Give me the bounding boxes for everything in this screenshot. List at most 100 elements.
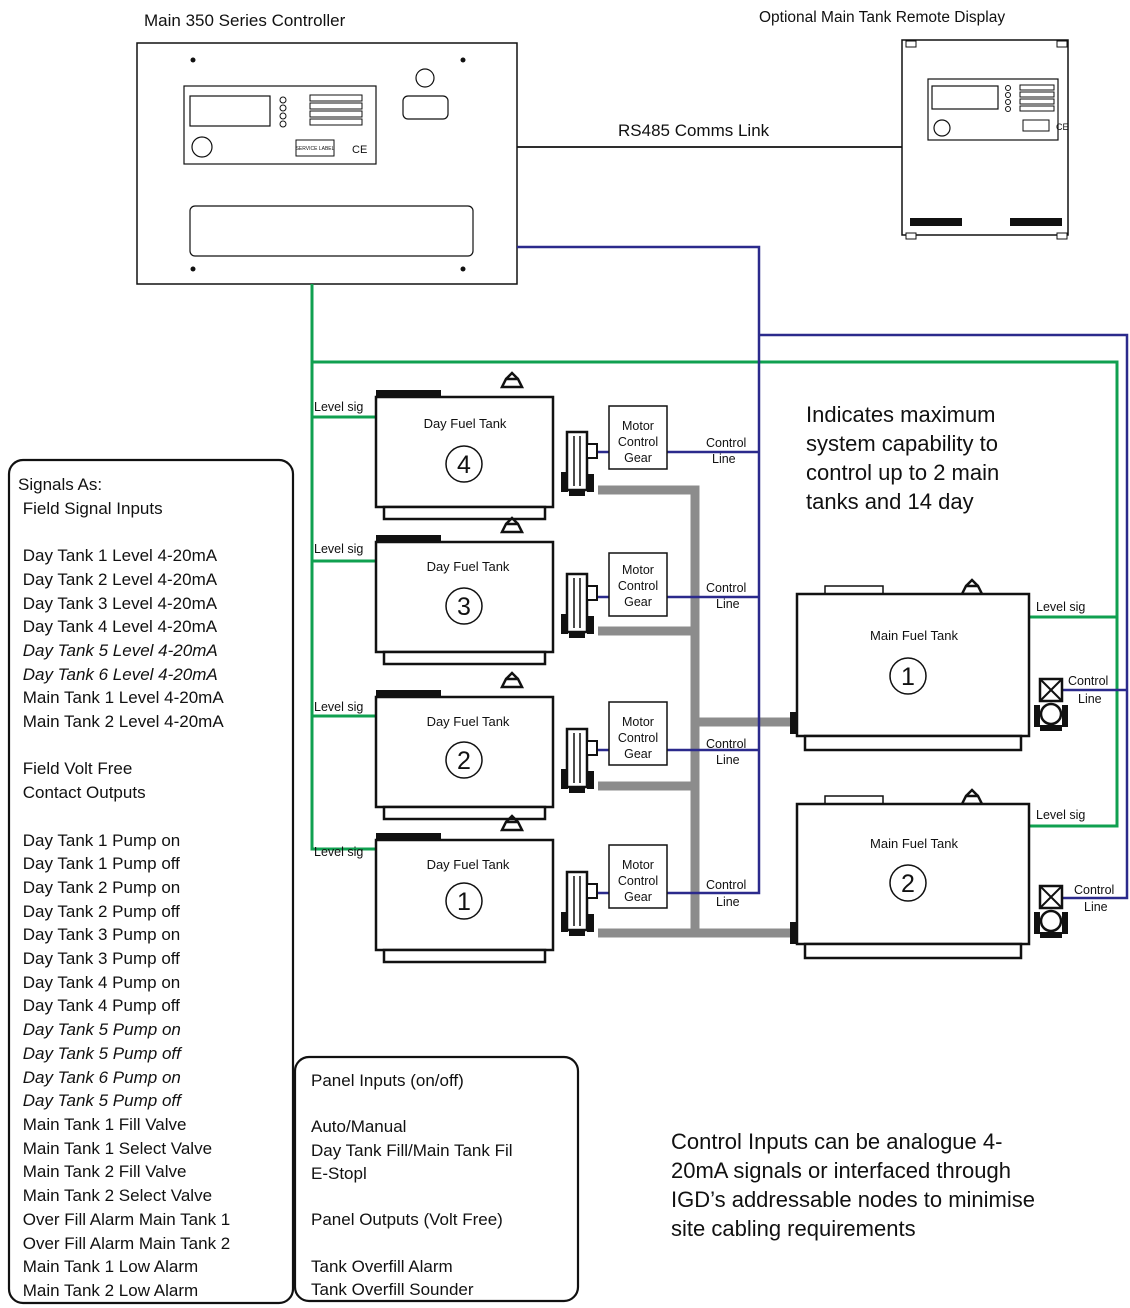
day-tank-label: Day Fuel Tank <box>427 857 510 872</box>
level-sig-label: Level sig <box>314 700 363 714</box>
control-line-label: Control <box>706 737 746 751</box>
main-controller: SERVICE LABEL CE <box>136 42 518 285</box>
capability-note: Indicates maximum system capability to c… <box>806 402 999 514</box>
main-tank-1: Main Fuel Tank 1 <box>790 578 1031 752</box>
signal-line: Day Tank 4 Pump off <box>18 996 180 1016</box>
signal-line: Main Tank 1 Fill Valve <box>18 1114 187 1134</box>
panel-io-line <box>311 1231 513 1254</box>
svg-text:Gear: Gear <box>624 451 652 465</box>
pump-1 <box>559 870 599 938</box>
day-tank-label: Day Fuel Tank <box>424 416 507 431</box>
svg-text:Control: Control <box>618 731 658 745</box>
signal-line: Over Fill Alarm Main Tank 1 <box>18 1209 231 1229</box>
day-tank-number: 3 <box>457 593 471 621</box>
panel-io-line: Panel Inputs (on/off) <box>311 1071 464 1090</box>
control-line-label: Control <box>1074 883 1114 897</box>
signal-line: Day Tank 1 Level 4-20mA <box>18 546 218 566</box>
control-line-label: Line <box>716 597 740 611</box>
signal-line: Day Tank 1 Pump off <box>18 854 180 874</box>
signal-line: Day Tank 5 Level 4-20mA <box>18 640 218 660</box>
svg-text:system capability to: system capability to <box>806 431 998 456</box>
control-line-label: Control <box>1068 674 1108 688</box>
control-line-label: Line <box>712 452 736 466</box>
remote-display-title: Optional Main Tank Remote Display <box>759 9 1005 26</box>
signal-line: Main Tank 2 Level 4-20mA <box>18 712 224 732</box>
motor-control-gear-4: Motor Control Gear <box>608 405 668 470</box>
panel-io-line: Panel Outputs (Volt Free) <box>311 1210 503 1230</box>
signal-line: Day Tank 4 Pump on <box>18 972 181 992</box>
day-tank-4: Day Fuel Tank 4 <box>374 371 555 521</box>
signal-line: Field Signal Inputs <box>18 498 163 518</box>
main-tank-1-valve <box>1032 677 1070 733</box>
level-sig-label: Level sig <box>314 845 363 859</box>
svg-text:Control: Control <box>618 435 658 449</box>
signal-line: Day Tank 2 Pump off <box>18 901 180 921</box>
main-tank-label: Main Fuel Tank <box>870 836 958 851</box>
level-sig-label: Level sig <box>1036 600 1085 614</box>
svg-text:Control: Control <box>618 579 658 593</box>
panel-io-line: Day Tank Fill/Main Tank Fil <box>311 1140 513 1160</box>
signal-line: Field Volt Free <box>18 759 133 779</box>
main-tank-2-valve <box>1032 884 1070 940</box>
service-label: SERVICE LABEL <box>296 146 335 152</box>
day-tank-number: 1 <box>457 888 471 916</box>
svg-text:Gear: Gear <box>624 747 652 761</box>
signals-list: Signals As: Field Signal Inputs Day Tank… <box>18 473 230 1303</box>
remote-ce-mark: CE <box>1056 122 1069 132</box>
svg-text:Indicates maximum: Indicates maximum <box>806 402 996 427</box>
motor-control-gear-2: Motor Control Gear <box>608 701 668 766</box>
rs485-label: RS485 Comms Link <box>618 121 770 140</box>
signal-line: Contact Outputs <box>18 783 146 803</box>
signal-line <box>18 805 230 829</box>
signal-line: Day Tank 3 Pump off <box>18 949 180 969</box>
pump-2 <box>559 727 599 795</box>
motor-control-gear-3: Motor Control Gear <box>608 552 668 617</box>
day-tank-2: Day Fuel Tank 2 <box>374 671 555 821</box>
signal-line: Day Tank 2 Level 4-20mA <box>18 569 218 589</box>
panel-io-line <box>311 1185 513 1208</box>
signal-line <box>18 520 230 544</box>
control-line-label: Control <box>706 878 746 892</box>
panel-io-line: E-Stopl <box>311 1163 367 1183</box>
signal-line: Day Tank 5 Pump off <box>18 1091 181 1111</box>
controller-title: Main 350 Series Controller <box>144 11 346 30</box>
svg-text:Motor: Motor <box>622 858 654 872</box>
pump-4 <box>559 430 599 498</box>
svg-text:Gear: Gear <box>624 890 652 904</box>
fuel-pipework <box>598 485 792 938</box>
signal-line: Main Tank 1 Level 4-20mA <box>18 688 224 708</box>
main-tank-number: 1 <box>901 663 915 691</box>
panel-io-line: Auto/Manual <box>311 1117 407 1137</box>
signal-line <box>18 734 230 758</box>
svg-text:Motor: Motor <box>622 715 654 729</box>
panel-io-frame <box>293 1055 580 1303</box>
svg-text:Motor: Motor <box>622 419 654 433</box>
signal-line: Day Tank 2 Pump on <box>18 877 181 897</box>
signal-line: Day Tank 3 Pump on <box>18 925 181 945</box>
signal-line: Main Tank 1 Select Valve <box>18 1138 213 1158</box>
svg-text:control up to 2 main: control up to 2 main <box>806 460 999 485</box>
day-tank-1: Day Fuel Tank 1 <box>374 814 555 964</box>
panel-io-line: Tank Overfill Alarm <box>311 1256 453 1276</box>
level-sig-label: Level sig <box>314 542 363 556</box>
svg-text:20mA signals or interfaced thr: 20mA signals or interfaced through <box>671 1158 1011 1183</box>
panel-io-line: Tank Overfill Sounder <box>311 1279 474 1299</box>
signal-line: Main Tank 2 Low Alarm <box>18 1280 199 1300</box>
level-sig-label: Level sig <box>314 400 363 414</box>
panel-io-line <box>311 1092 513 1115</box>
signal-line: Day Tank 5 Pump on <box>18 1020 181 1040</box>
remote-display: CE <box>901 39 1069 240</box>
signals-panel-frame <box>7 458 295 1305</box>
svg-text:site cabling requirements: site cabling requirements <box>671 1216 916 1241</box>
day-tank-number: 2 <box>457 747 471 775</box>
control-line-wiring <box>517 245 1129 900</box>
control-inputs-note: Control Inputs can be analogue 4- 20mA s… <box>671 1129 1035 1241</box>
svg-text:Gear: Gear <box>624 595 652 609</box>
pump-3 <box>559 572 599 640</box>
signal-line: Day Tank 3 Level 4-20mA <box>18 593 218 613</box>
svg-text:Control: Control <box>618 874 658 888</box>
control-line-label: Line <box>1078 692 1102 706</box>
signal-line: Day Tank 1 Pump on <box>18 830 181 850</box>
